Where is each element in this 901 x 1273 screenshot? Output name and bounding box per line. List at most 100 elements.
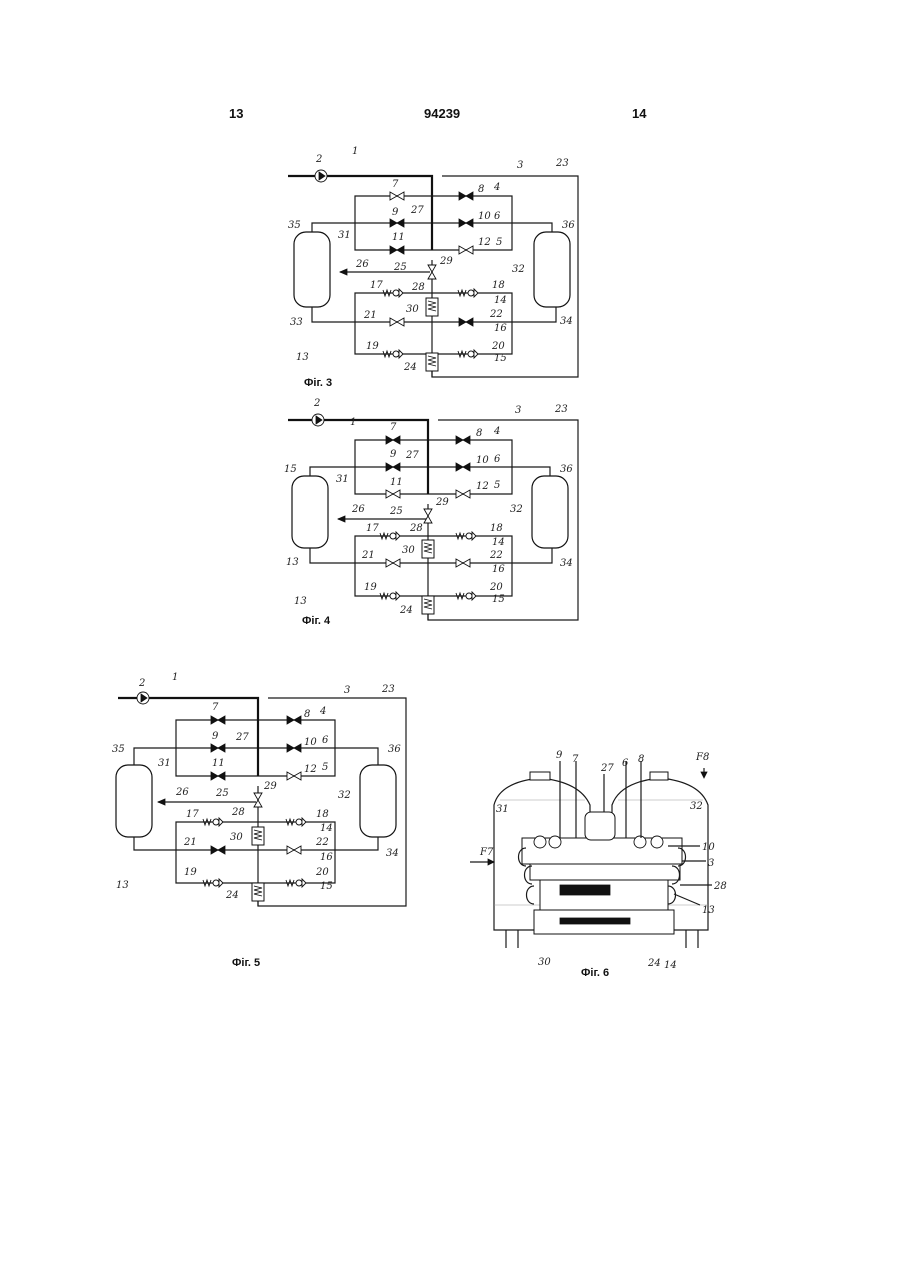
label-3: 3	[517, 160, 523, 171]
label-6: 6	[494, 211, 501, 222]
label-12: 12	[476, 481, 489, 492]
label-34: 34	[560, 316, 573, 327]
label-23: 23	[381, 684, 395, 695]
label-8: 8	[638, 754, 644, 765]
label-F8: F8	[695, 752, 709, 763]
label-13-left: 13	[286, 557, 299, 568]
label-12: 12	[478, 237, 491, 248]
label-22: 22	[489, 550, 503, 561]
label-31: 31	[158, 758, 171, 769]
figure-6: 9 7 27 6 8 F8 31 32 10 F7 3 28 13 30 24 …	[470, 750, 727, 979]
label-34: 34	[560, 558, 573, 569]
label-31: 31	[336, 474, 349, 485]
label-7: 7	[392, 179, 399, 190]
label-16: 16	[492, 564, 505, 575]
label-6: 6	[494, 454, 501, 465]
label-3: 3	[344, 685, 350, 696]
label-28: 28	[411, 282, 425, 293]
label-21: 21	[361, 550, 375, 561]
label-8: 8	[304, 709, 310, 720]
figure-4: 1 2 3 23 4 6 5 7 8 9 10 11 12 27 25 26 2…	[284, 398, 578, 627]
label-10: 10	[476, 455, 489, 466]
label-2: 2	[138, 678, 145, 689]
label-14: 14	[664, 960, 677, 971]
label-16: 16	[494, 323, 507, 334]
label-11: 11	[212, 758, 225, 769]
label-6: 6	[622, 758, 629, 769]
label-32: 32	[512, 264, 525, 275]
label-35: 35	[288, 220, 301, 231]
label-30: 30	[406, 304, 419, 315]
label-28: 28	[409, 523, 423, 534]
label-18: 18	[316, 809, 329, 820]
label-9: 9	[212, 731, 219, 742]
label-4: 4	[493, 426, 500, 437]
label-8: 8	[476, 428, 482, 439]
label-20: 20	[491, 341, 505, 352]
label-2: 2	[313, 398, 320, 409]
label-27: 27	[600, 763, 614, 774]
label-16: 16	[320, 852, 333, 863]
label-18: 18	[492, 280, 505, 291]
label-13: 13	[294, 596, 307, 607]
label-9: 9	[556, 750, 563, 761]
label-31: 31	[338, 230, 351, 241]
label-18: 18	[490, 523, 503, 534]
label-24: 24	[225, 890, 239, 901]
label-13: 13	[296, 352, 309, 363]
label-9: 9	[392, 207, 399, 218]
label-7: 7	[572, 754, 579, 765]
label-20: 20	[489, 582, 503, 593]
label-5: 5	[494, 480, 500, 491]
label-2: 2	[315, 154, 322, 165]
label-24: 24	[403, 362, 417, 373]
label-15: 15	[492, 594, 505, 605]
label-4: 4	[493, 182, 500, 193]
label-14: 14	[492, 537, 505, 548]
label-11: 11	[392, 232, 405, 243]
label-36: 36	[560, 464, 573, 475]
label-6: 6	[322, 735, 329, 746]
label-17: 17	[366, 523, 379, 534]
label-29: 29	[435, 497, 449, 508]
label-12: 12	[304, 764, 317, 775]
label-23: 23	[555, 158, 569, 169]
caption-fig5: Фіг. 5	[232, 957, 260, 969]
label-25: 25	[215, 788, 229, 799]
label-26: 26	[351, 504, 365, 515]
label-7: 7	[390, 422, 397, 433]
caption-fig4: Фіг. 4	[302, 615, 331, 627]
label-21: 21	[183, 837, 197, 848]
label-26: 26	[355, 259, 369, 270]
label-13: 13	[702, 905, 715, 916]
label-32: 32	[338, 790, 351, 801]
label-36: 36	[388, 744, 401, 755]
label-10: 10	[702, 842, 715, 853]
label-24: 24	[647, 958, 661, 969]
label-33: 33	[290, 317, 303, 328]
label-1: 1	[350, 417, 356, 428]
label-14: 14	[320, 823, 333, 834]
label-4: 4	[319, 706, 326, 717]
label-19: 19	[184, 867, 197, 878]
label-34: 34	[386, 848, 399, 859]
label-30: 30	[402, 545, 415, 556]
label-23: 23	[554, 404, 568, 415]
label-24: 24	[399, 605, 413, 616]
label-30: 30	[538, 957, 551, 968]
label-17: 17	[186, 809, 199, 820]
label-9: 9	[390, 449, 397, 460]
label-22: 22	[315, 837, 329, 848]
label-28: 28	[713, 881, 727, 892]
label-32: 32	[690, 801, 703, 812]
label-3: 3	[515, 405, 521, 416]
label-29: 29	[263, 781, 277, 792]
label-11: 11	[390, 477, 403, 488]
label-17: 17	[370, 280, 383, 291]
label-19: 19	[364, 582, 377, 593]
label-25: 25	[393, 262, 407, 273]
label-14: 14	[494, 295, 507, 306]
label-25: 25	[389, 506, 403, 517]
label-F7: F7	[479, 847, 494, 858]
